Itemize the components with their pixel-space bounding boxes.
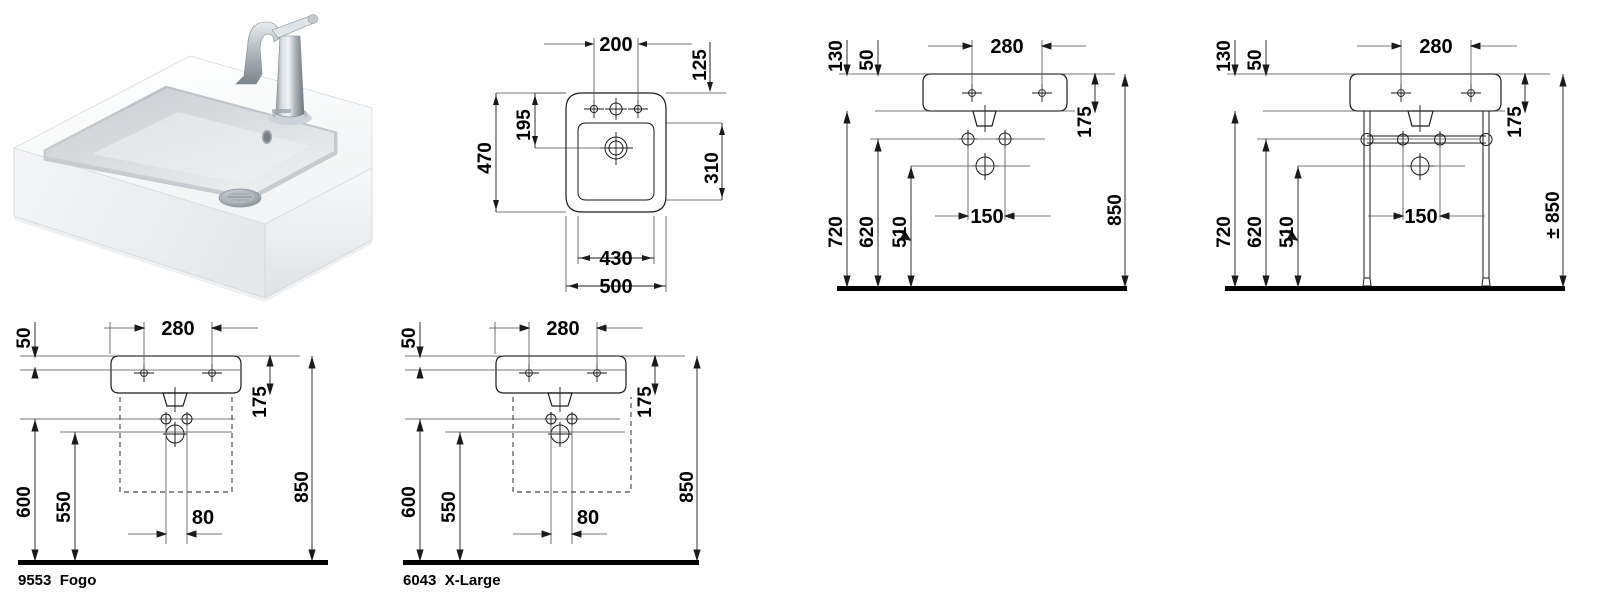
dim-195: 195 (514, 109, 535, 141)
floor-line (403, 560, 699, 565)
dim-600-b: 600 (399, 486, 420, 518)
dim-150-b: 150 (1404, 206, 1437, 228)
dim-430: 430 (599, 248, 632, 270)
dim-550-b: 550 (439, 491, 460, 523)
dim-280-d: 280 (546, 318, 579, 340)
dim-620-b: 620 (1245, 216, 1266, 248)
dim-600-a: 600 (14, 486, 35, 518)
part-label-xlarge: 6043 X-Large (403, 572, 501, 589)
dim-130-b: 130 (1214, 40, 1235, 72)
dim-50-b: 50 (1245, 49, 1266, 70)
dim-510-a: 510 (890, 216, 911, 248)
dim-280-b: 280 (1419, 36, 1452, 58)
floor-line (1225, 286, 1565, 291)
dim-850-c: 850 (292, 471, 313, 503)
dim-175-a: 175 (1075, 106, 1096, 138)
part-label-fogo: 9553 Fogo (18, 572, 97, 589)
dim-850-d: 850 (677, 471, 698, 503)
dim-720-b: 720 (1214, 216, 1235, 248)
dim-850-a: 850 (1105, 194, 1126, 226)
dim-720-a: 720 (826, 216, 847, 248)
floor-line (18, 560, 328, 565)
dim-620-a: 620 (857, 216, 878, 248)
dim-200: 200 (599, 34, 632, 56)
washbasin-product-photo (0, 8, 430, 302)
dim-280-c: 280 (161, 318, 194, 340)
dim-470: 470 (475, 142, 496, 174)
dim-80-b: 80 (577, 507, 599, 529)
dim-50-a: 50 (857, 49, 878, 70)
dim-80-a: 80 (192, 507, 214, 529)
dim-850-pm: ± 850 (1543, 191, 1564, 238)
dim-175-b: 175 (1505, 106, 1526, 138)
dim-130-a: 130 (826, 40, 847, 72)
dim-310: 310 (702, 152, 723, 184)
dim-510-b: 510 (1277, 216, 1298, 248)
plan-view-drawing: 200 125 195 470 310 430 500 (470, 20, 780, 298)
floor-line (837, 286, 1127, 291)
dim-50-c: 50 (14, 327, 35, 348)
front-elevation-console-drawing: 130 50 280 175 ± 850 720 620 510 150 (1205, 20, 1600, 305)
front-elevation-wall-drawing: 130 50 280 175 850 720 620 510 150 (815, 20, 1160, 305)
elevation-xlarge-drawing: 50 280 175 850 600 550 80 6043 X-Large (385, 302, 725, 589)
dim-150-a: 150 (970, 206, 1003, 228)
dim-50-d: 50 (399, 327, 420, 348)
dim-125: 125 (690, 49, 711, 81)
elevation-fogo-drawing: 50 280 175 850 600 550 80 9553 Fogo (0, 302, 340, 589)
dim-175-c: 175 (250, 386, 271, 418)
dim-280-a: 280 (990, 36, 1023, 58)
dim-550-a: 550 (54, 491, 75, 523)
dim-500: 500 (599, 276, 632, 298)
dim-175-d: 175 (635, 386, 656, 418)
